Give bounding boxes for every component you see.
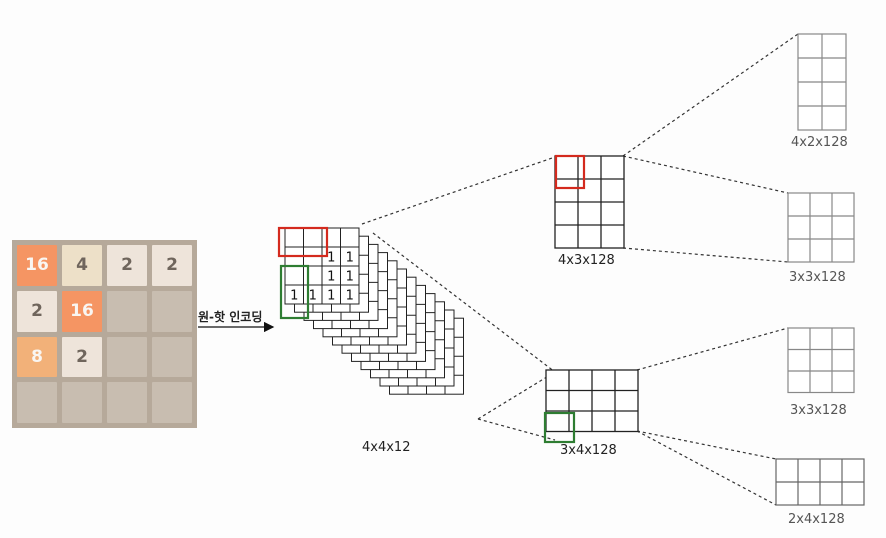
one-hot-value: 1	[290, 289, 298, 304]
board-tile: 2	[107, 245, 147, 286]
conv-layer-3x4	[545, 369, 639, 433]
red-filter-highlight	[277, 226, 329, 258]
one-hot-value: 1	[346, 251, 354, 266]
board-tile	[152, 382, 192, 423]
one-hot-value: 1	[346, 289, 354, 304]
conv-layer-2-label: 3x4x128	[560, 443, 617, 458]
output-3-label: 3x3x128	[790, 403, 847, 418]
input-tensor-label: 4x4x12	[362, 440, 411, 455]
red-output-highlight	[554, 154, 586, 190]
board-tile: 2	[62, 336, 102, 378]
one-hot-value: 1	[327, 289, 335, 304]
board-tile	[152, 336, 192, 378]
board-tile	[107, 382, 147, 423]
board-tile	[62, 382, 102, 423]
one-hot-value: 1	[346, 270, 354, 285]
board-tile	[107, 336, 147, 378]
output-layer-3x3-top	[787, 192, 855, 263]
output-1-label: 4x2x128	[791, 135, 848, 150]
output-layer-4x2	[797, 33, 847, 131]
one-hot-plane	[284, 227, 360, 305]
board-tile: 2	[17, 290, 57, 332]
output-4-label: 2x4x128	[788, 512, 845, 527]
one-hot-value: 1	[309, 289, 317, 304]
board-tile: 4	[62, 245, 102, 286]
conv-layer-1-label: 4x3x128	[558, 253, 615, 268]
output-layer-3x3-bottom	[787, 327, 855, 394]
board-tile	[17, 382, 57, 423]
board-tile: 8	[17, 336, 57, 378]
board-tile	[107, 290, 147, 332]
one-hot-encoding-label: 원-핫 인코딩	[198, 310, 263, 324]
one-hot-value: 1	[327, 251, 335, 266]
output-layer-2x4	[775, 458, 865, 506]
board-tile	[152, 290, 192, 332]
green-output-highlight	[543, 411, 576, 444]
board-tile: 16	[62, 290, 102, 332]
conv-layer-4x3	[554, 155, 625, 249]
green-filter-highlight	[279, 264, 310, 320]
projection-lines	[361, 33, 799, 506]
board-tile: 16	[17, 245, 57, 286]
output-2-label: 3x3x128	[789, 270, 846, 285]
board-tile: 2	[152, 245, 192, 286]
one-hot-value: 1	[327, 270, 335, 285]
